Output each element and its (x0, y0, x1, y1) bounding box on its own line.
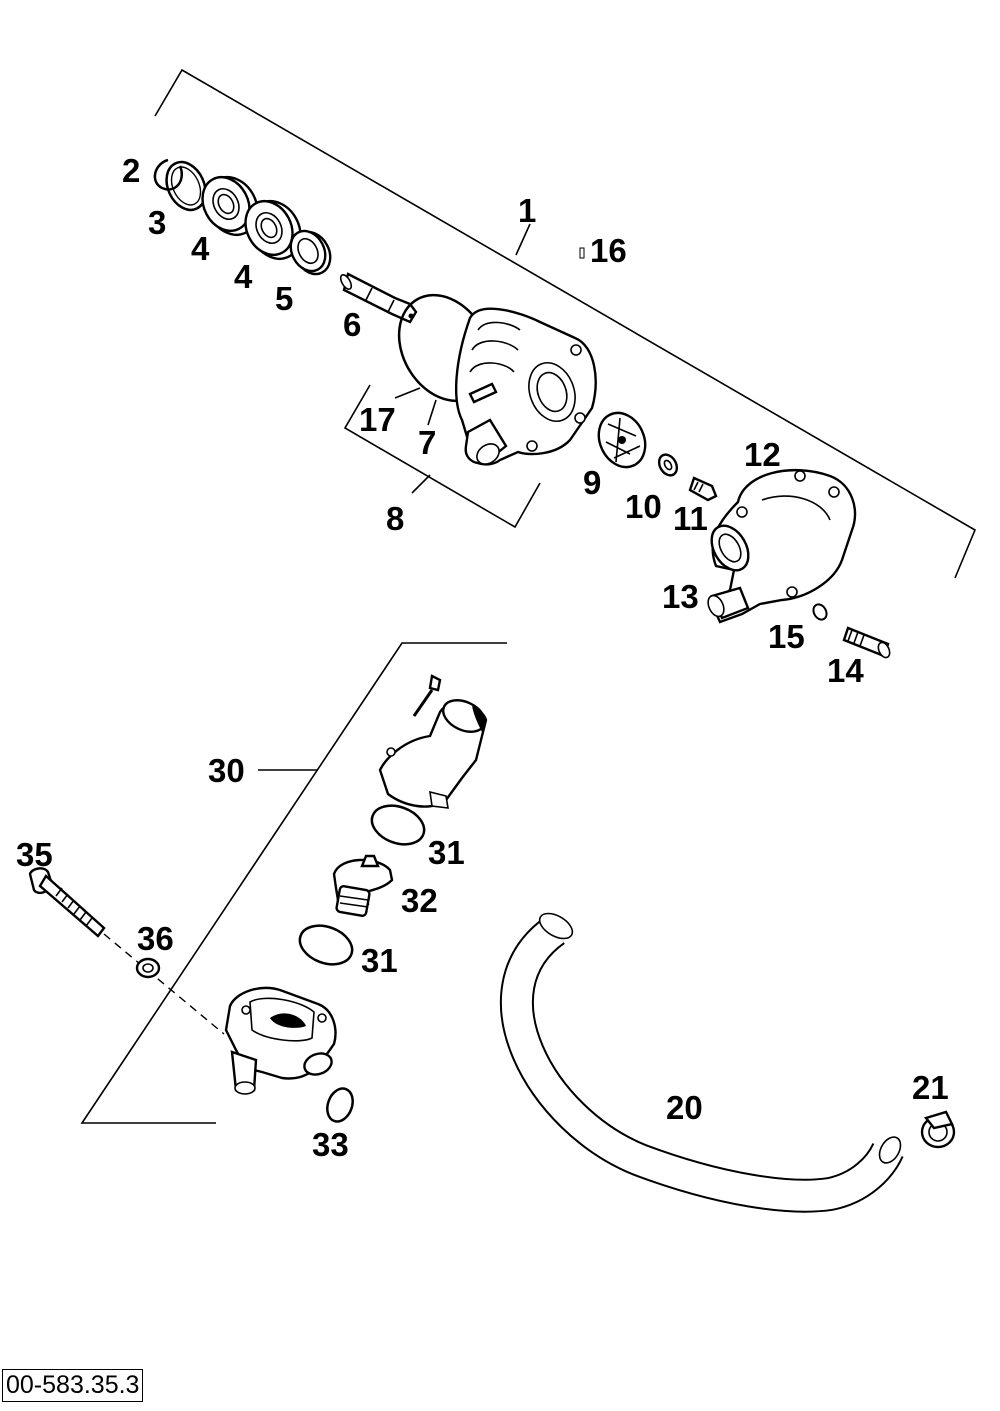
callout-14: 14 (827, 652, 864, 689)
pump-shaft-part (339, 272, 418, 324)
callout-2: 2 (122, 152, 140, 189)
coolant-hose-part (499, 912, 904, 1213)
circlip-part (153, 158, 183, 191)
callout-labels: 1 2 3 4 4 5 6 7 8 9 10 11 12 13 14 15 16… (16, 152, 949, 1163)
bolt-washer-part (135, 957, 161, 979)
callout-10: 10 (625, 488, 662, 525)
callout-12: 12 (744, 436, 781, 473)
callout-3: 3 (148, 204, 166, 241)
callout-15: 15 (768, 618, 805, 655)
callout-9: 9 (583, 464, 601, 501)
thermostat-o-ring-upper (370, 804, 426, 846)
callout-8: 8 (386, 500, 404, 537)
callout-32: 32 (401, 882, 438, 919)
callout-30: 30 (208, 752, 245, 789)
bracket-group-8 (343, 384, 541, 529)
thermostat-cover-part (378, 674, 488, 809)
callout-21: 21 (912, 1069, 949, 1106)
callout-20: 20 (666, 1089, 703, 1126)
impeller-part (597, 411, 647, 469)
callout-13: 13 (662, 578, 699, 615)
cover-screw-part (842, 626, 891, 659)
callout-6: 6 (343, 306, 361, 343)
retaining-ring-part (165, 160, 207, 212)
callout-4b: 4 (234, 258, 253, 295)
sealant-part-icon (579, 247, 585, 259)
callout-7: 7 (418, 424, 436, 461)
callout-17: 17 (359, 401, 396, 438)
callout-31-lower: 31 (361, 942, 398, 979)
hose-clamp-part (920, 1110, 956, 1149)
washer-part (657, 453, 679, 477)
bracket-group-30 (80, 642, 507, 1124)
thermostat-part (332, 854, 394, 917)
drawing-number: 00-583.35.3 (2, 1369, 144, 1402)
leader-lines (394, 387, 437, 426)
pump-cover-part (707, 468, 857, 624)
bracket-group-1 (154, 68, 977, 579)
impeller-screw-part (688, 476, 718, 502)
callout-31-upper: 31 (428, 834, 465, 871)
callout-1: 1 (518, 192, 536, 229)
callout-5: 5 (275, 280, 293, 317)
long-bolt-part (28, 867, 225, 1035)
bearing-part-2 (244, 200, 302, 260)
housing-o-ring-part (326, 1087, 354, 1123)
callout-36: 36 (137, 920, 174, 957)
callout-11: 11 (673, 500, 708, 537)
pump-housing-part (454, 307, 597, 466)
callout-35: 35 (16, 836, 53, 873)
callout-33: 33 (312, 1126, 349, 1163)
callout-16: 16 (590, 232, 627, 269)
thermostat-housing-part (224, 986, 337, 1095)
thermostat-o-ring-lower (298, 924, 354, 966)
callout-4a: 4 (191, 230, 210, 267)
seal-ring-part (289, 229, 332, 276)
small-o-ring-part (812, 603, 828, 621)
